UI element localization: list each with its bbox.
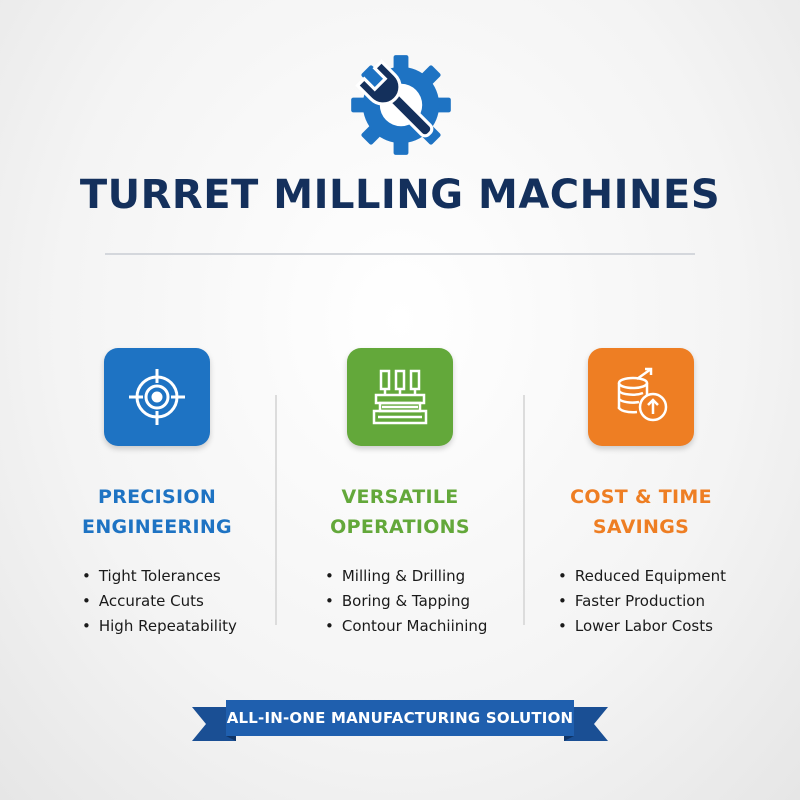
- machine-icon: [347, 348, 453, 446]
- ribbon-banner: [192, 700, 608, 741]
- feature-heading: VERSATILE OPERATIONS: [330, 486, 470, 538]
- banner-text: ALL-IN-ONE MANUFACTURING SOLUTION: [226, 709, 574, 727]
- column-divider: [275, 395, 277, 625]
- list-item: Milling & Drilling: [325, 564, 520, 589]
- gear-wrench-icon: [351, 55, 451, 155]
- column-divider: [523, 395, 525, 625]
- target-icon: [104, 348, 210, 446]
- list-item: Boring & Tapping: [325, 589, 520, 614]
- list-item: Contour Machiining: [325, 614, 520, 639]
- title-divider: [105, 253, 695, 255]
- feature-versatile: VERSATILE OPERATIONS Milling & Drilling …: [280, 348, 520, 639]
- feature-precision: PRECISION ENGINEERING Tight Tolerances A…: [37, 348, 277, 639]
- list-item: Reduced Equipment: [558, 564, 761, 589]
- feature-bullets: Reduced Equipment Faster Production Lowe…: [521, 564, 761, 639]
- list-item: Tight Tolerances: [82, 564, 277, 589]
- feature-bullets: Milling & Drilling Boring & Tapping Cont…: [280, 564, 520, 639]
- list-item: Lower Labor Costs: [558, 614, 761, 639]
- feature-bullets: Tight Tolerances Accurate Cuts High Repe…: [37, 564, 277, 639]
- feature-heading: PRECISION ENGINEERING: [82, 486, 232, 538]
- feature-savings: COST & TIME SAVINGS Reduced Equipment Fa…: [521, 348, 761, 639]
- page-title: TURRET MILLING MACHINES: [79, 172, 721, 218]
- list-item: High Repeatability: [82, 614, 277, 639]
- feature-heading: COST & TIME SAVINGS: [570, 486, 712, 538]
- list-item: Faster Production: [558, 589, 761, 614]
- coins-arrow-icon: [588, 348, 694, 446]
- list-item: Accurate Cuts: [82, 589, 277, 614]
